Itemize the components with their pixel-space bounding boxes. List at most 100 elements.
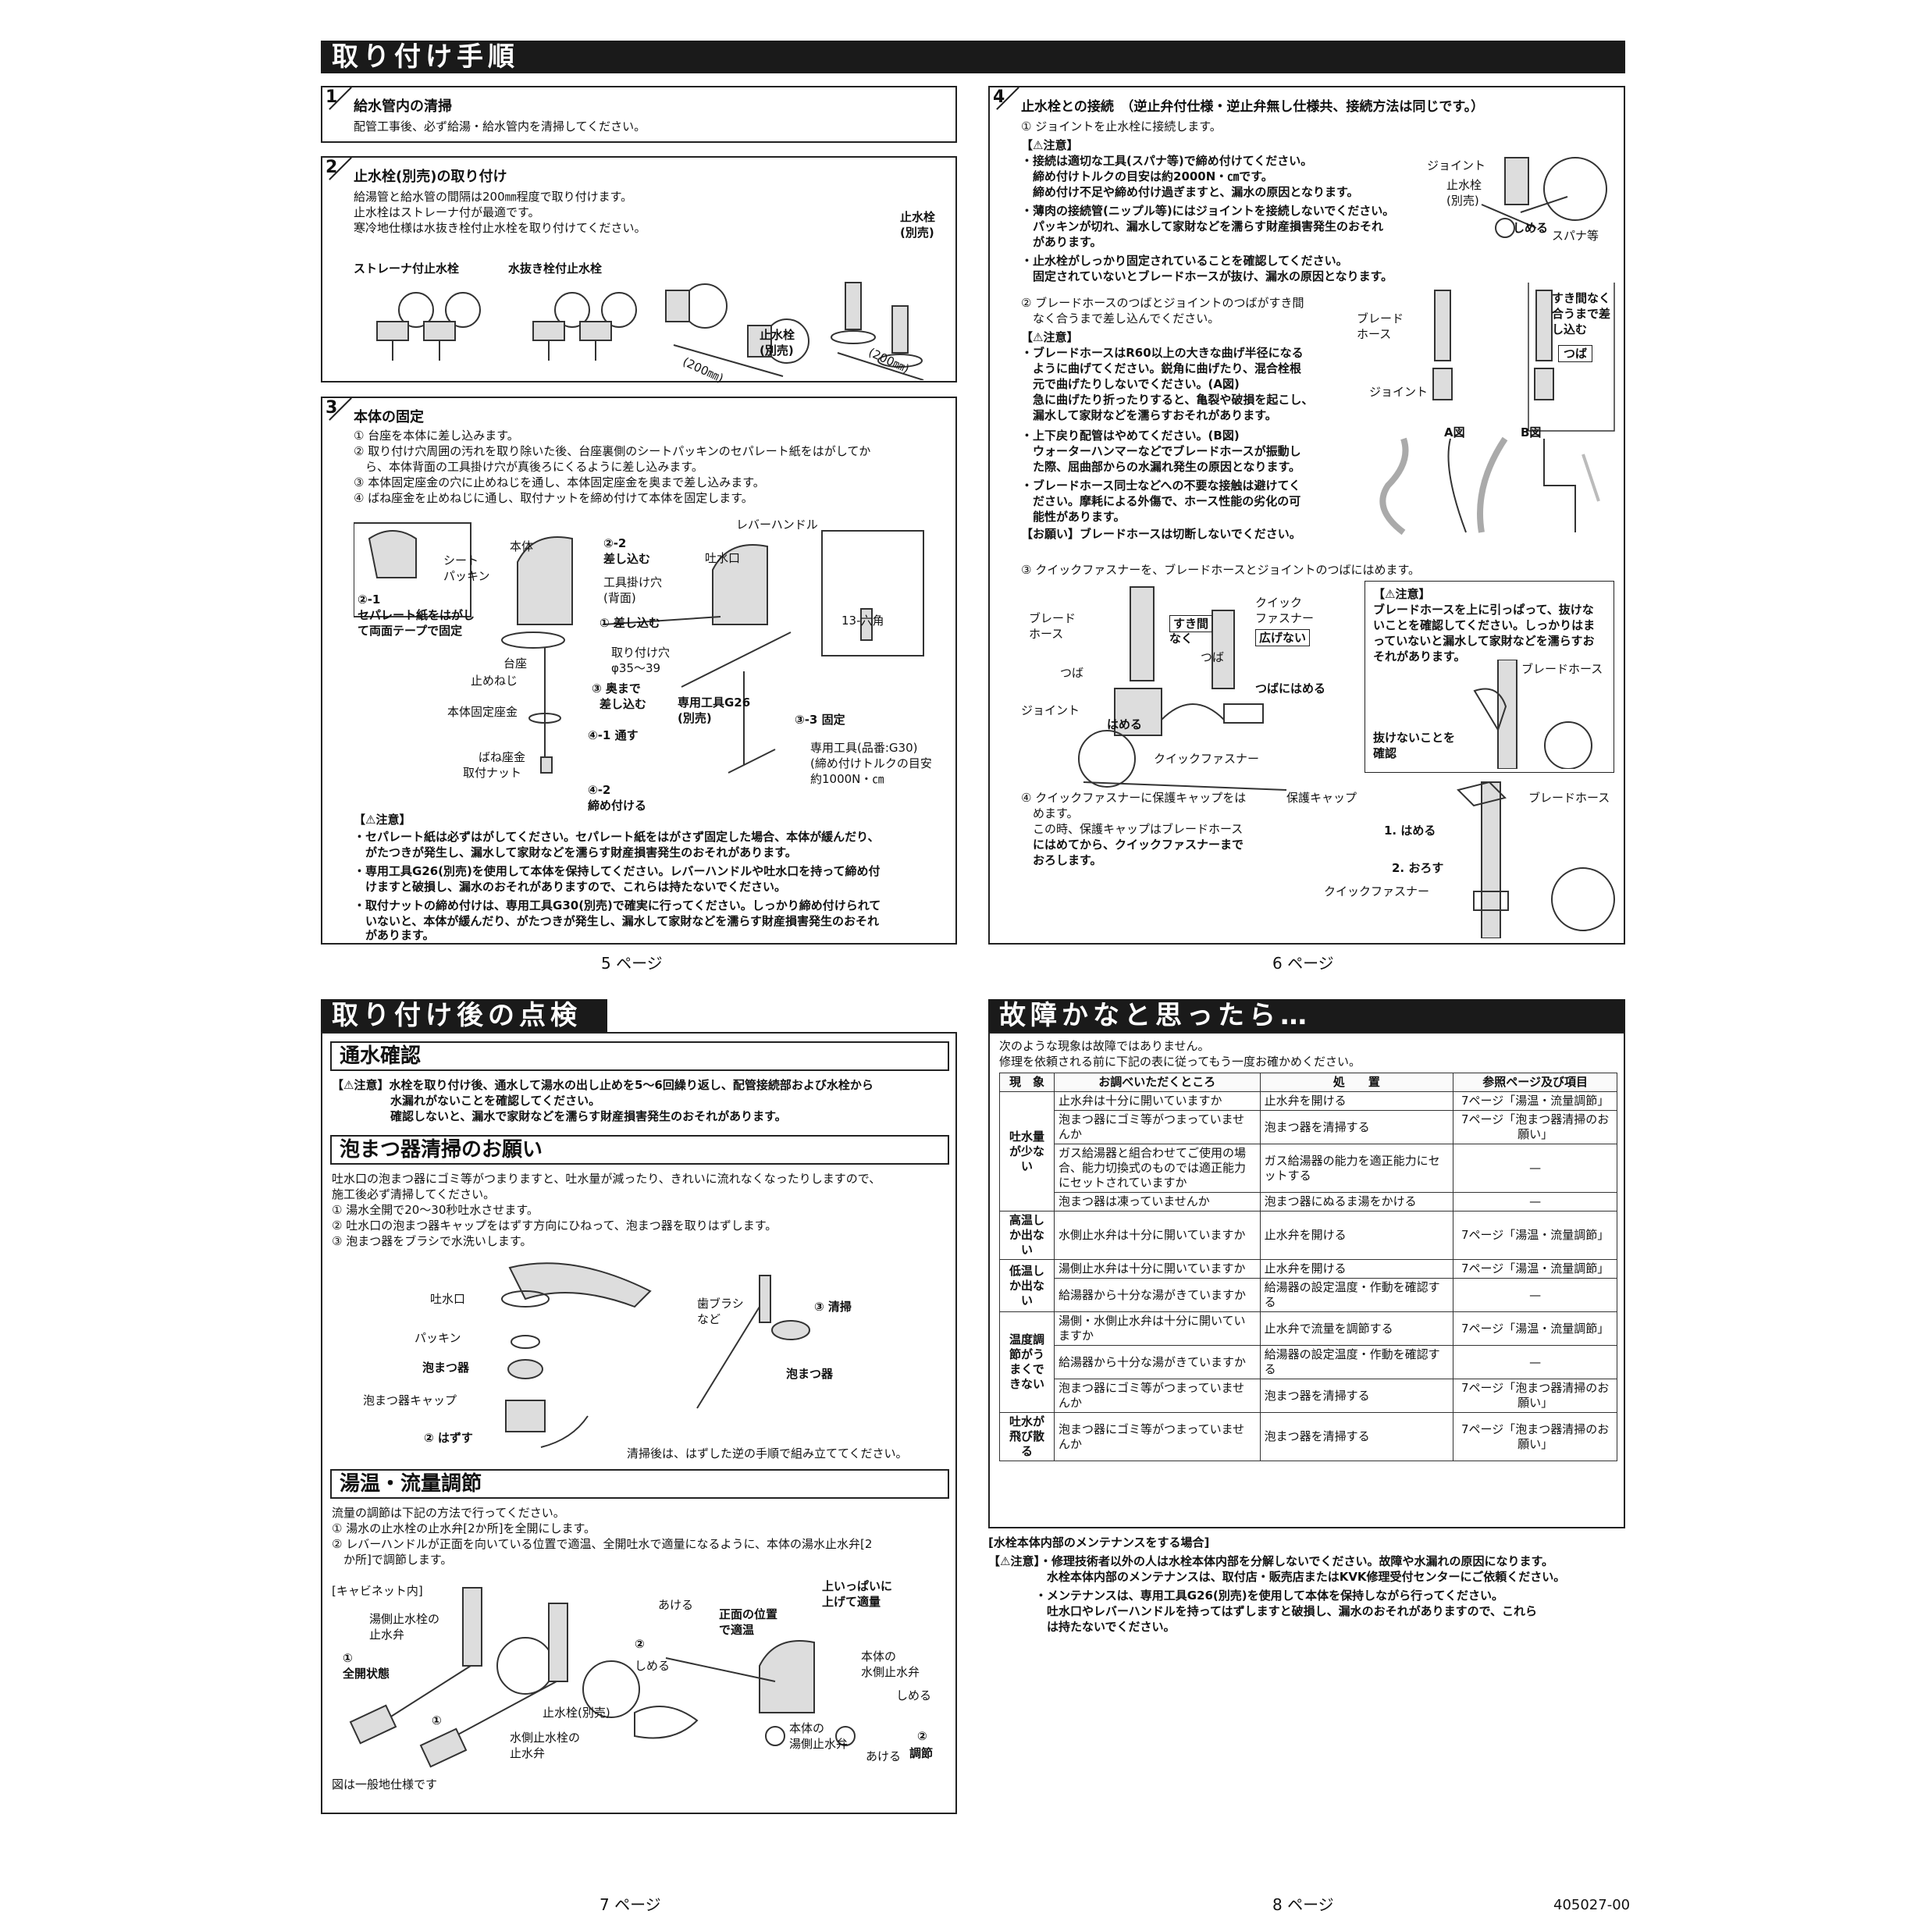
step1-box: 1 給水管内の清掃 配管工事後、必ず給湯・給水管内を清掃してください。	[321, 86, 957, 143]
body-line: ② レバーハンドルが正面を向いている位置で適温、全開吐水で適量になるように、本体…	[332, 1537, 873, 1551]
fig-label: 止水栓	[1446, 178, 1482, 192]
fig-label: パッキン	[443, 569, 490, 583]
pull-illustration	[1473, 660, 1592, 769]
step4-step3: ③ クイックファスナーを、ブレードホースとジョイントのつばにはめます。	[1021, 563, 1420, 577]
check-cell: ガス給湯器と組合わせてご使用の場合、能力切換式のものでは適正能力にセットされてい…	[1053, 1144, 1261, 1193]
body-line: か所]で調節します。	[332, 1553, 453, 1567]
fig-label: 吐水口	[430, 1292, 466, 1306]
caution-line: 固定されていないとブレードホースが抜け、漏水の原因となります。	[1021, 269, 1393, 283]
reference-cell: —	[1453, 1144, 1617, 1193]
caution-line: ・セパレート紙は必ずはがしてください。セパレート紙をはがさず固定した場合、本体が…	[354, 830, 880, 844]
symptom-cell: 吐水量が少ない	[999, 1091, 1055, 1212]
reference-cell: 7ページ「湯温・流量調節」	[1453, 1311, 1617, 1346]
troubleshoot-table: 現 象 お調べいただくところ 処 置 参照ページ及び項目 吐水量が少ない止水弁は…	[999, 1073, 1617, 1461]
check-cell: 泡まつ器にゴミ等がつまっていませんか	[1053, 1379, 1261, 1413]
caution-line: 能性があります。	[1021, 510, 1126, 524]
caution-line: ように曲げてください。鋭角に曲げたり、混合栓根	[1021, 361, 1301, 375]
caution-line: ・専用工具G26(別売)を使用して本体を保持してください。レバーハンドルや吐水口…	[354, 864, 881, 878]
fig-label: (締め付けトルクの目安	[810, 756, 932, 770]
step3-line: ③ 本体固定座金の穴に止めねじを通し、本体固定座金を奥まで差し込みます。	[354, 475, 765, 489]
fig-label: 締め付ける	[588, 799, 647, 813]
fig-label: ブレードホース	[1521, 662, 1603, 676]
reference-cell: —	[1453, 1345, 1617, 1379]
body-line: ① 湯水の止水栓の止水弁[2か所]を全開にします。	[332, 1521, 596, 1535]
fig-label: 図は一般地仕様です	[332, 1777, 438, 1791]
fig-label: シート	[443, 553, 479, 568]
reference-cell: 7ページ「湯温・流量調節」	[1453, 1091, 1617, 1111]
fig-label: ホース	[1357, 327, 1392, 341]
fig-label: ファスナー	[1255, 611, 1315, 625]
check-cell: 湯側・水側止水弁は十分に開いていますか	[1053, 1311, 1261, 1346]
fig-label: 本体の	[861, 1649, 897, 1663]
step4-box: 4 止水栓との接続 （逆止弁付仕様・逆止弁無し仕様共、接続方法は同じです。） ①…	[988, 86, 1625, 945]
fig-label: ブレード	[1357, 311, 1404, 326]
step4-step4: にはめてから、クイックファスナーまで	[1021, 838, 1244, 852]
caution-line: があります。	[1021, 235, 1102, 249]
action-cell: 泡まつ器にぬるま湯をかける	[1259, 1192, 1454, 1212]
caution-line: ・上下戻り配管はやめてください。(B図)	[1021, 429, 1240, 443]
caution-line: ・取付ナットの締め付けは、専用工具G30(別売)で確実に行ってください。しっかり…	[354, 898, 881, 913]
fig-label: (背面)	[603, 591, 636, 605]
action-cell: 止水弁を開ける	[1259, 1091, 1454, 1111]
caution-line: ・薄肉の接続管(ニップル等)にはジョイントを接続しないでください。	[1021, 204, 1395, 218]
fig-label: ②-2	[603, 536, 627, 550]
page-number: 7 ページ	[600, 1895, 661, 1914]
step4-step2: ② ブレードホースのつばとジョイントのつばがすき間	[1021, 296, 1304, 310]
step4-title: 止水栓との接続 （逆止弁付仕様・逆止弁無し仕様共、接続方法は同じです。）	[1021, 99, 1485, 115]
page-number: 5 ページ	[601, 954, 663, 973]
fig-label: 本体固定座金	[447, 705, 518, 719]
caution-line: 急に曲げたり折ったりすると、亀裂や破損を起こし、	[1021, 393, 1314, 407]
step4-step4: ④ クイックファスナーに保護キャップをは	[1021, 791, 1247, 805]
troubleshoot-frame: 次のような現象は故障ではありません。 修理を依頼される前に下記の表に従ってもう一…	[988, 1032, 1625, 1528]
table-header: お調べいただくところ	[1053, 1073, 1261, 1092]
fig-label: て両面テープで固定	[358, 624, 463, 638]
maintenance-line: 【⚠注意】・修理技術者以外の人は水栓本体内部を分解しないでください。故障や水漏れ…	[988, 1554, 1554, 1568]
fig-label: ① 差し込む	[600, 616, 660, 630]
fig-label: 1. はめる	[1384, 824, 1436, 838]
fig-label: ジョイント	[1021, 703, 1080, 717]
step2-title: 止水栓(別売)の取り付け	[354, 169, 507, 185]
quick-fastener-illustration	[1078, 586, 1287, 791]
caution-line: いないと、本体が緩んだり、がたつきが発生し、漏水して家財などを濡らす財産損害発生…	[354, 914, 880, 928]
caution-title: 【⚠注意】	[354, 813, 411, 827]
fig-label: ホース	[1029, 627, 1064, 641]
page7-banner: 取り付け後の点検と清掃	[321, 999, 607, 1064]
fig-label: 差し込む	[600, 697, 647, 711]
fig-label: 約1000N・㎝	[810, 772, 884, 786]
table-header: 処 置	[1259, 1073, 1454, 1092]
fig-label: ②	[917, 1729, 927, 1743]
step4-step2: なく合うまで差し込んでください。	[1021, 311, 1220, 326]
page-number: 8 ページ	[1272, 1895, 1334, 1914]
step1-title: 給水管内の清掃	[354, 98, 452, 115]
fig-label: クイック	[1255, 596, 1303, 610]
fig-label: 工具掛け穴	[603, 575, 663, 589]
body-line: ① 湯水全開で20～30秒吐水させます。	[332, 1203, 539, 1217]
fig-label: ブレード	[1029, 611, 1076, 625]
valve-sold-label: (別売)	[760, 343, 794, 358]
fig-label: しめる	[1513, 221, 1549, 235]
check-cell: 泡まつ器にゴミ等がつまっていませんか	[1053, 1412, 1261, 1461]
fig-label: など	[697, 1312, 721, 1326]
fig-label: 泡まつ器キャップ	[363, 1393, 457, 1407]
action-cell: 止水弁を開ける	[1259, 1259, 1454, 1279]
fig-label: セパレート紙をはがし	[358, 608, 475, 622]
caution-line: があります。	[354, 928, 435, 942]
fig-label: ブレードホース	[1528, 791, 1610, 805]
caution-line: 【⚠注意】水栓を取り付け後、通水して湯水の出し止めを5～6回繰り返し、配管接続部…	[332, 1078, 873, 1092]
intro-line: 修理を依頼される前に下記の表に従ってもう一度お確かめください。	[999, 1055, 1361, 1069]
joint-illustration	[1481, 157, 1607, 238]
fig-label: 泡まつ器	[786, 1367, 834, 1381]
step4-step4: おろします。	[1021, 853, 1102, 867]
fig-label: 泡まつ器	[422, 1361, 470, 1375]
valve-illustration	[376, 282, 924, 380]
body-line: 施工後必ず清掃してください。	[332, 1187, 496, 1201]
fig-label: つば	[1060, 666, 1084, 680]
reference-cell: 7ページ「泡まつ器清掃のお願い」	[1453, 1379, 1617, 1413]
action-cell: 泡まつ器を清掃する	[1259, 1110, 1454, 1144]
caution-line: けますと破損し、漏水のおそれがありますので、これらは持たないでください。	[354, 880, 786, 894]
caution-line: ・ブレードホース同士などへの不要な接触は避けてく	[1021, 479, 1301, 493]
caution-line: ・止水栓がしっかり固定されていることを確認してください。	[1021, 254, 1348, 268]
